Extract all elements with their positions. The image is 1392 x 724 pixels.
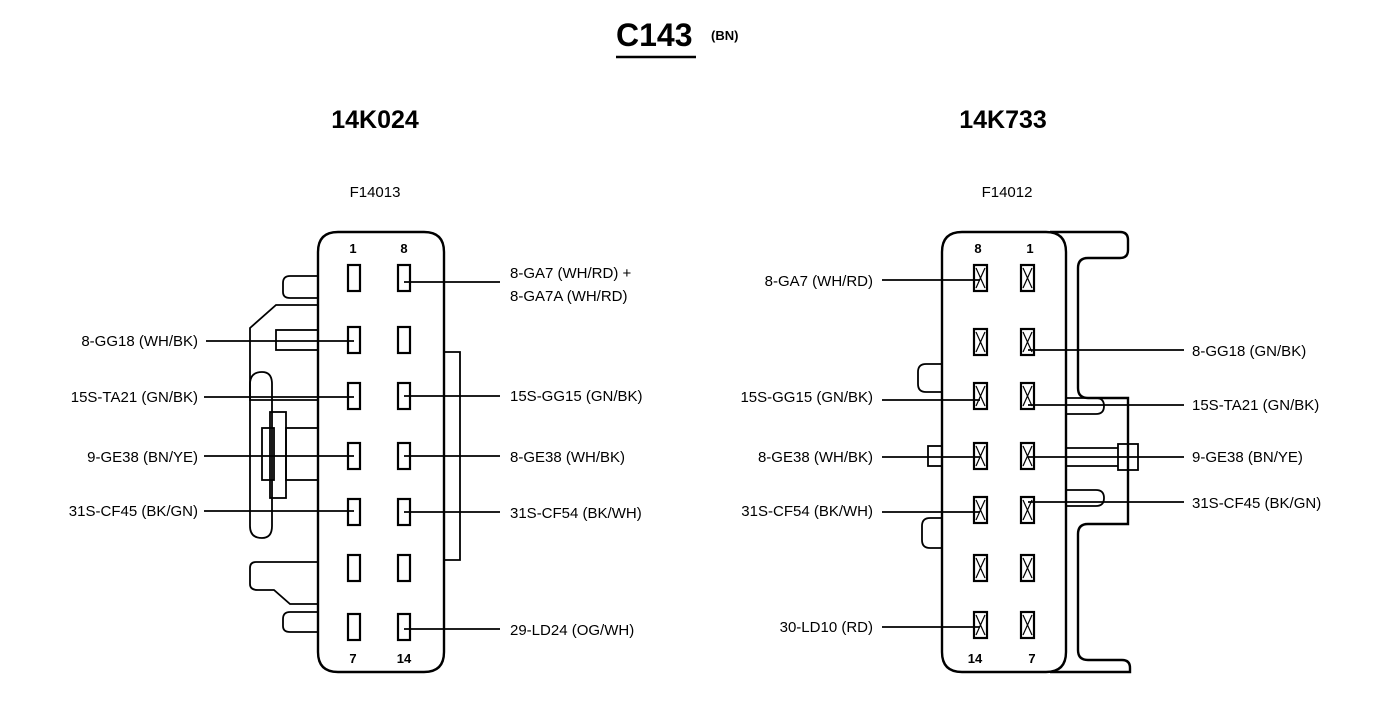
wire-label: 31S-CF45 (BK/GN) xyxy=(1192,495,1321,512)
pin-number-7: 7 xyxy=(1028,651,1035,666)
side-key xyxy=(927,445,943,467)
pin-cavity xyxy=(346,325,362,355)
pin-terminal xyxy=(972,553,989,583)
pin-terminal xyxy=(1019,441,1036,471)
wire-label: 8-GE38 (WH/BK) xyxy=(758,449,873,466)
rib-notch-lower xyxy=(1066,489,1105,507)
rib-notch-upper xyxy=(1066,397,1105,415)
diagram-title: C143 xyxy=(616,17,693,53)
side-tab-upper xyxy=(917,363,942,393)
wire-label: 9-GE38 (BN/YE) xyxy=(1192,449,1303,466)
pin-terminal xyxy=(972,381,989,411)
title-suffix: (BN) xyxy=(711,28,738,43)
pin-cavity xyxy=(396,553,412,583)
pin-terminal xyxy=(972,327,989,357)
pin-number-8: 8 xyxy=(400,241,407,256)
pin-number-1: 1 xyxy=(349,241,356,256)
pin-number-1: 1 xyxy=(1026,241,1033,256)
side-plug-cap xyxy=(261,427,275,481)
wire-label: 15S-TA21 (GN/BK) xyxy=(71,389,198,406)
pin-terminal xyxy=(1019,327,1036,357)
pin-cavity xyxy=(346,263,362,293)
bracket-bottom xyxy=(249,561,318,605)
wire-label: 9-GE38 (BN/YE) xyxy=(87,449,198,466)
wire-label: 31S-CF54 (BK/WH) xyxy=(741,503,873,520)
pin-terminal xyxy=(972,610,989,640)
pin-terminal xyxy=(1019,263,1036,293)
side-tab xyxy=(249,371,273,539)
latch-bottom xyxy=(282,611,318,633)
wire-label: 8-GA7 (WH/RD) xyxy=(765,273,873,290)
connector-shell xyxy=(1050,230,1132,674)
connector-14k733: 14K733 F14012 8 1 14 7 xyxy=(740,106,1321,674)
pin-cavity xyxy=(396,263,412,293)
bracket-inner xyxy=(275,329,319,351)
pin-cavity xyxy=(396,325,412,355)
pin-cavity xyxy=(346,553,362,583)
wire-label: 8-GA7 (WH/RD) + xyxy=(510,265,632,282)
wire-label: 15S-GG15 (GN/BK) xyxy=(740,389,873,406)
side-plug-body xyxy=(285,427,319,481)
wire-label: 31S-CF54 (BK/WH) xyxy=(510,505,642,522)
connector-housing xyxy=(316,230,446,674)
connector-housing xyxy=(940,230,1068,674)
part-number: 14K024 xyxy=(331,106,419,134)
reference-number: F14013 xyxy=(350,184,401,201)
wire-label: 8-GE38 (WH/BK) xyxy=(510,449,625,466)
pin-number-7: 7 xyxy=(349,651,356,666)
wire-label: 8-GA7A (WH/RD) xyxy=(510,288,628,305)
pin-terminal xyxy=(1019,381,1036,411)
connector-14k024: 14K024 F14013 1 8 7 14 xyxy=(69,106,643,674)
pin-terminal xyxy=(972,263,989,293)
part-number: 14K733 xyxy=(959,106,1047,134)
pin-number-8: 8 xyxy=(974,241,981,256)
side-tab-lower xyxy=(921,517,942,549)
wire-label: 15S-GG15 (GN/BK) xyxy=(510,388,643,405)
pin-cavity xyxy=(346,381,362,411)
wire-label: 8-GG18 (WH/BK) xyxy=(81,333,198,350)
wire-label: 31S-CF45 (BK/GN) xyxy=(69,503,198,520)
pin-cavity xyxy=(346,497,362,527)
pin-terminal xyxy=(1019,495,1036,525)
bracket-angled xyxy=(249,304,318,401)
pin-terminal xyxy=(972,495,989,525)
wire-label: 30-LD10 (RD) xyxy=(780,619,873,636)
latch-top xyxy=(282,275,318,299)
wire-label: 15S-TA21 (GN/BK) xyxy=(1192,397,1319,414)
wire-label: 29-LD24 (OG/WH) xyxy=(510,622,634,639)
pin-cavity xyxy=(396,612,412,642)
pin-terminal xyxy=(1019,610,1036,640)
pin-cavity xyxy=(346,612,362,642)
pin-terminal xyxy=(1019,553,1036,583)
pin-terminal xyxy=(972,441,989,471)
wire-label: 8-GG18 (GN/BK) xyxy=(1192,343,1306,360)
reference-number: F14012 xyxy=(982,184,1033,201)
pin-number-14: 14 xyxy=(968,651,983,666)
pin-number-14: 14 xyxy=(397,651,412,666)
